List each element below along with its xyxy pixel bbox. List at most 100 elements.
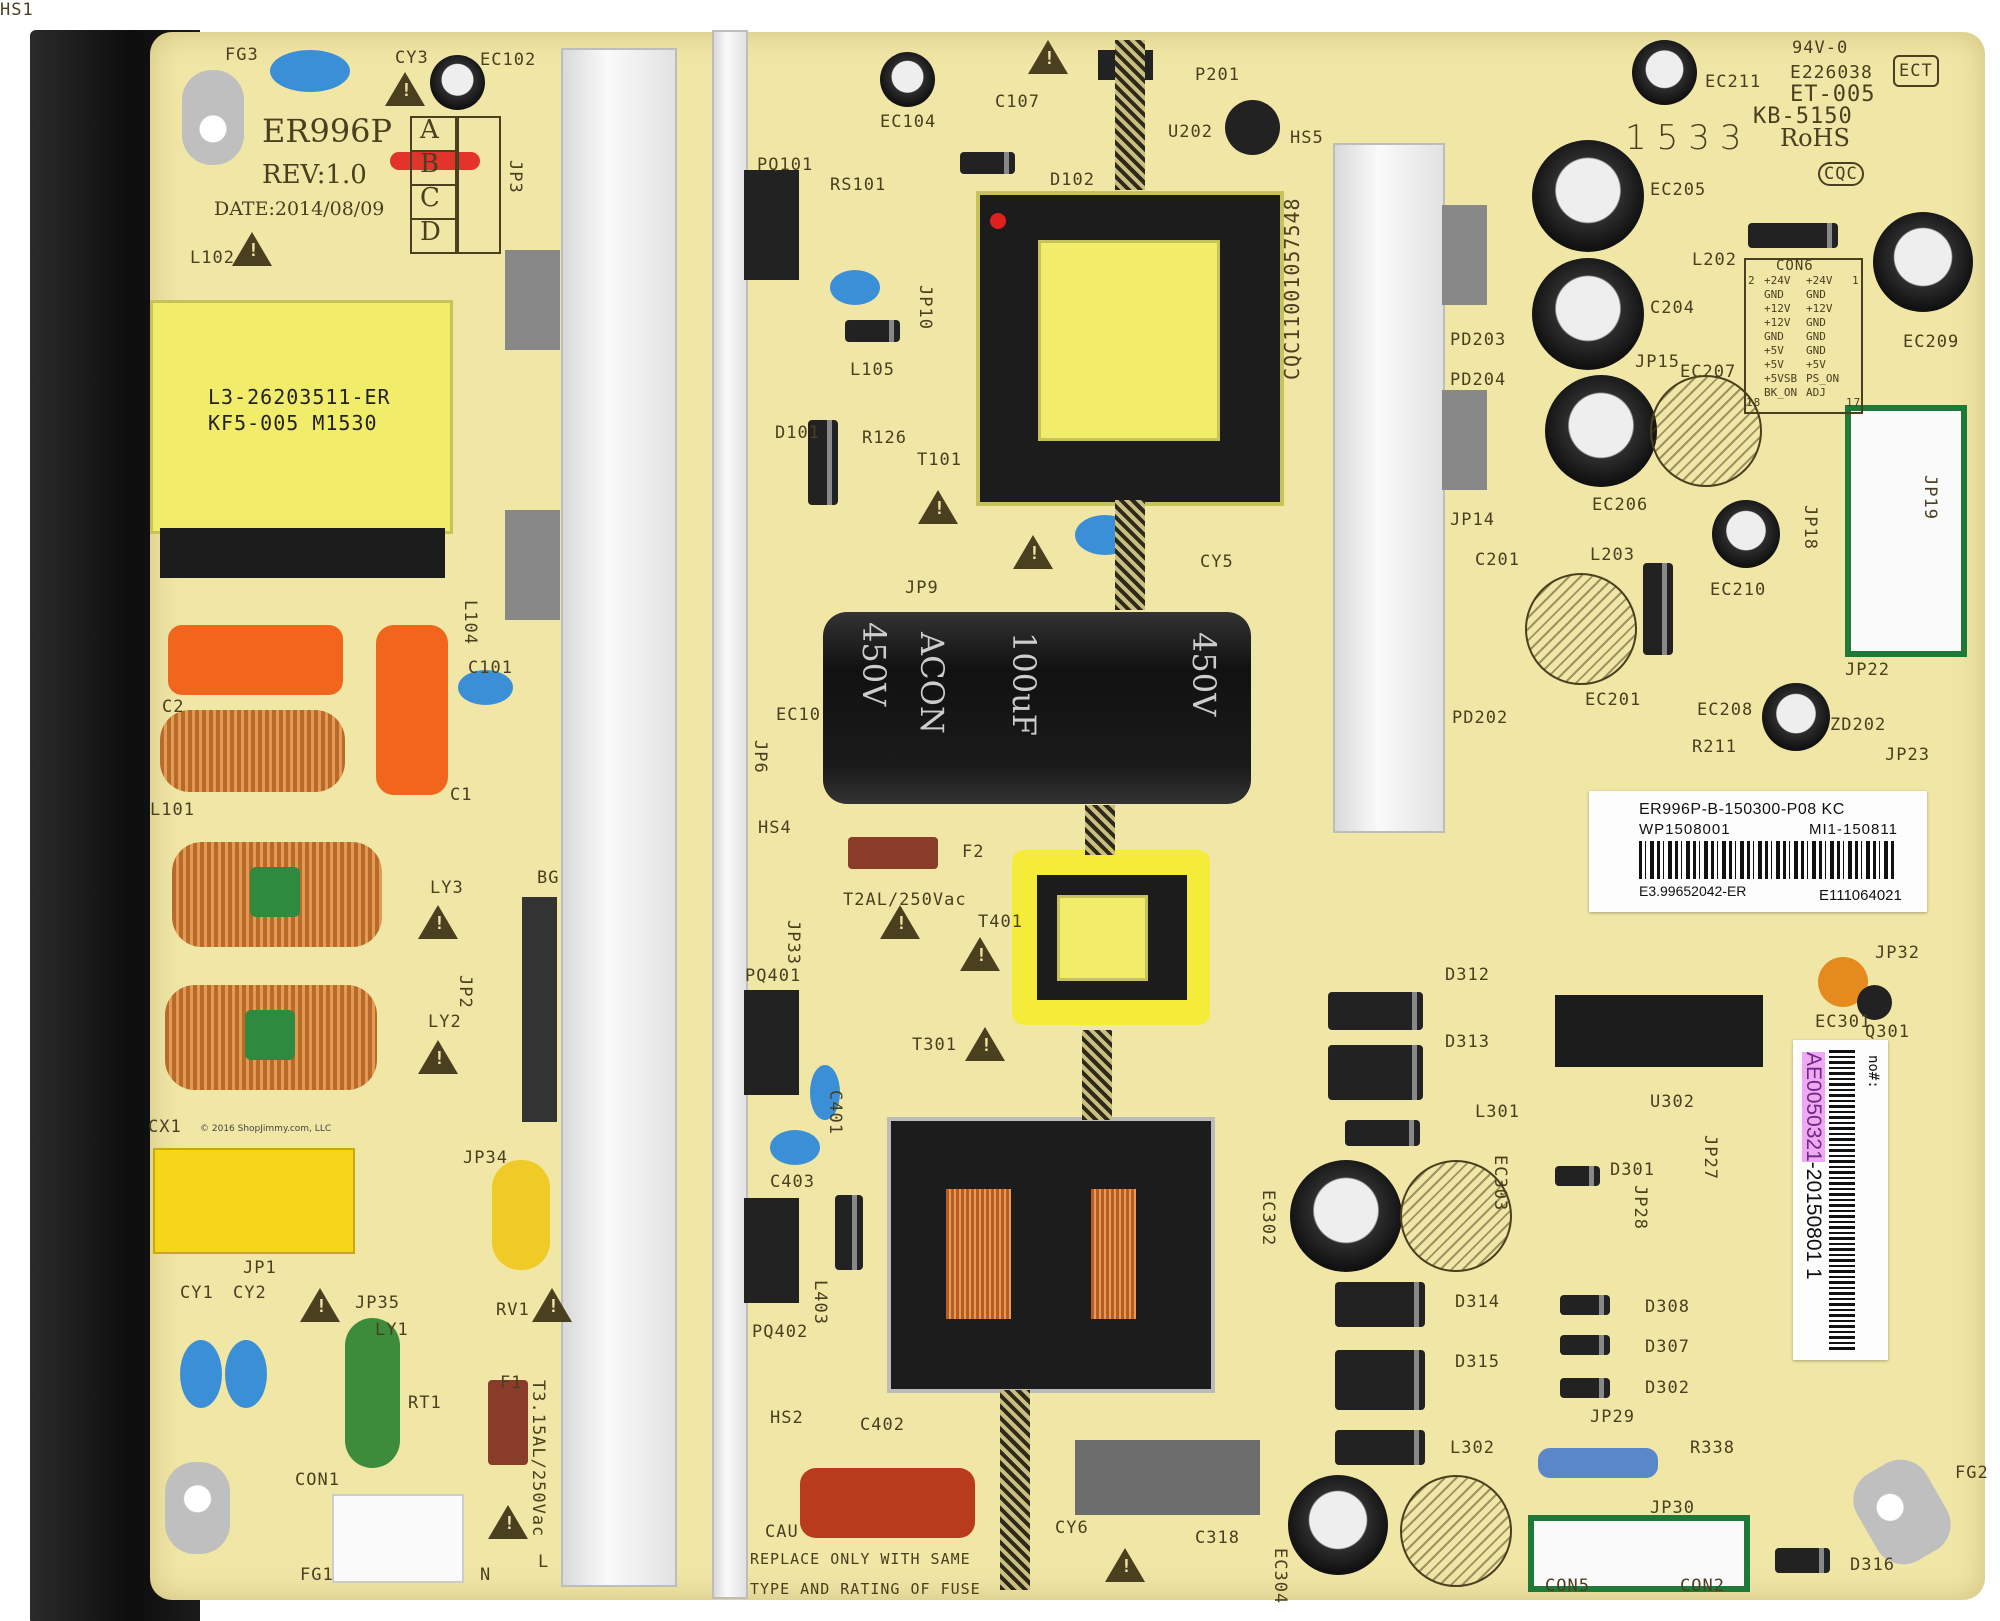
silkscreen-label: L403 (810, 1280, 830, 1325)
silkscreen-label: EC205 (1650, 180, 1707, 200)
sticker-wp: WP1508001 (1639, 821, 1731, 838)
cqc-number: CQC11001057548 (1280, 197, 1304, 380)
board-date: DATE:2014/08/09 (214, 198, 385, 220)
diode-d313 (1328, 1045, 1423, 1100)
ic-u302 (1555, 995, 1763, 1067)
capacitor-ec209 (1873, 212, 1973, 312)
board-revision: REV:1.0 (262, 160, 367, 190)
silkscreen-label: JP10 (915, 285, 935, 330)
silkscreen-label: FG1 (300, 1565, 334, 1585)
silkscreen-label: JP23 (1885, 745, 1930, 765)
footprint-c2 (1400, 1475, 1512, 1587)
capacitor-ec102 (430, 55, 485, 110)
capacitor-c1 (376, 625, 448, 795)
con6-pin-label: PS_ON (1806, 372, 1840, 385)
con6-pin-18: 18 (1746, 396, 1762, 409)
con6-pin-label: GND (1764, 330, 1784, 343)
silkscreen-label: L302 (1450, 1438, 1495, 1458)
con6-pin-label: GND (1764, 288, 1784, 301)
diode-d301 (1555, 1166, 1600, 1186)
silkscreen-label: C2 (162, 697, 185, 717)
silkscreen-label: C201 (1475, 550, 1520, 570)
serial-highlight: AE0050321 (1802, 1052, 1825, 1162)
silkscreen-label: R211 (1692, 737, 1737, 757)
con6-pin-label: +12V (1806, 302, 1833, 315)
cap-text-voltage-1: 450V (855, 622, 893, 707)
transformer-t101 (976, 191, 1284, 506)
board-code: ET-005 (1790, 82, 1876, 107)
silkscreen-label: BG (537, 868, 560, 888)
connector-con1[interactable] (332, 1494, 464, 1583)
serial-barcode (1829, 1050, 1855, 1350)
silkscreen-label: RT1 (408, 1393, 442, 1413)
diode-d307 (1560, 1335, 1610, 1355)
inductor-l301 (1345, 1120, 1420, 1146)
silkscreen-label: D315 (1455, 1352, 1500, 1372)
silkscreen-label: PD203 (1450, 330, 1507, 350)
capacitor-c401 (810, 1065, 840, 1120)
capacitor-c204 (1532, 258, 1644, 370)
silkscreen-label: L104 (460, 600, 480, 645)
warning-icon (965, 1027, 1005, 1061)
silkscreen-label: N (480, 1565, 492, 1585)
choke-l101 (160, 710, 345, 792)
silkscreen-label: JP32 (1875, 943, 1920, 963)
silkscreen-label: CY6 (1055, 1518, 1089, 1538)
silkscreen-label: HS1 (0, 0, 34, 20)
rev-grid-column (455, 116, 501, 254)
capacitor-ec211 (1632, 40, 1697, 105)
capacitor-ec302 (1290, 1160, 1402, 1272)
footprint-ec201 (1525, 573, 1637, 685)
silkscreen-label: EC102 (480, 50, 537, 70)
board-part: KB-5150 (1753, 104, 1853, 129)
footprint-ec207 (1650, 375, 1762, 487)
connector-con6[interactable] (1845, 405, 1967, 657)
silkscreen-label: EC208 (1697, 700, 1754, 720)
silkscreen-label: EC303 (1490, 1155, 1510, 1212)
diode-d316 (1775, 1548, 1830, 1573)
regulator-u202 (1225, 100, 1280, 155)
capacitor-blue-1 (830, 270, 880, 305)
capacitor-ec205 (1532, 140, 1644, 252)
silkscreen-label: T301 (912, 1035, 957, 1055)
silkscreen-label: L105 (850, 360, 895, 380)
component-c318 (1075, 1440, 1260, 1515)
silkscreen-label: D308 (1645, 1297, 1690, 1317)
rev-grid-c: C (420, 183, 440, 213)
silkscreen-label: CON2 (1680, 1576, 1725, 1596)
resistor-r338 (1538, 1448, 1658, 1478)
silkscreen-label: LY2 (428, 1012, 462, 1032)
silkscreen-label: T401 (978, 912, 1023, 932)
capacitor-ec304 (1288, 1475, 1388, 1575)
rev-grid-b: B (420, 149, 440, 179)
capacitor-ec104 (880, 52, 935, 107)
con6-pin-2: 2 (1748, 274, 1756, 287)
con6-pin-label: +5V (1764, 358, 1784, 371)
silkscreen-label: D313 (1445, 1032, 1490, 1052)
transistor-pq2 (505, 510, 560, 620)
silkscreen-label: EC211 (1705, 72, 1762, 92)
silkscreen-label: JP28 (1630, 1185, 1650, 1230)
capacitor-c402 (800, 1468, 975, 1538)
silkscreen-label: C403 (770, 1172, 815, 1192)
sticker-e1: E111064021 (1819, 887, 1902, 904)
capacitor-cy2 (225, 1340, 267, 1408)
silkscreen-label: CY5 (1200, 552, 1234, 572)
silkscreen-label: C1 (450, 785, 473, 805)
transistor-pq401 (744, 990, 799, 1095)
silkscreen-label: HS2 (770, 1408, 804, 1428)
date-code: 1533 (1625, 118, 1752, 158)
label-sticker: ER996P-B-150300-P08 KC WP1508001 MI1-150… (1589, 791, 1927, 912)
silkscreen-label: D102 (1050, 170, 1095, 190)
transformer-text-1: L3-26203511-ER (208, 385, 391, 409)
silkscreen-label: CAU (765, 1522, 799, 1542)
silkscreen-label: JP30 (1650, 1498, 1695, 1518)
transformer-t301 (887, 1117, 1215, 1393)
capacitor-ec206 (1545, 375, 1657, 487)
warning-icon (532, 1288, 572, 1322)
silkscreen-label: JP22 (1845, 660, 1890, 680)
capacitor-ec210 (1712, 500, 1780, 568)
connector-con5[interactable] (1528, 1515, 1750, 1592)
